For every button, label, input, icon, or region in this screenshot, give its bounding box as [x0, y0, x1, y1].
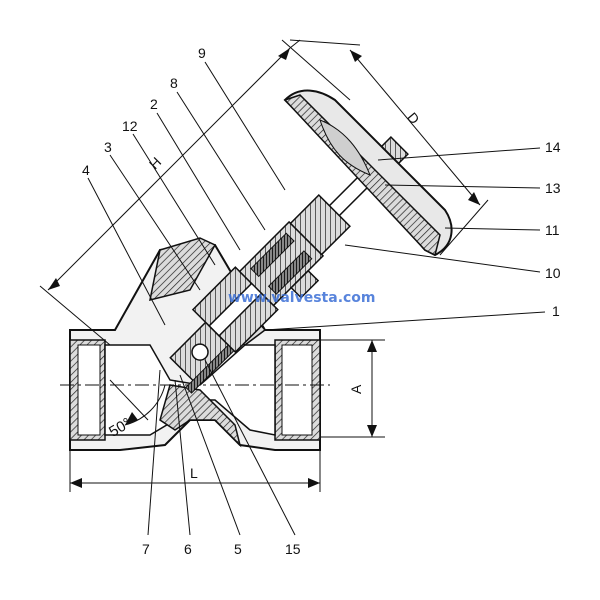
callout-14: 14 [545, 139, 561, 155]
callout-15: 15 [285, 541, 301, 557]
callout-8: 8 [170, 75, 178, 91]
leader-lines [87, 61, 546, 536]
callout-2: 2 [150, 96, 158, 112]
dimension-a [320, 339, 385, 438]
dim-label-d: D [404, 109, 423, 127]
dim-label-h: H [146, 154, 164, 172]
callout-1: 1 [552, 303, 560, 319]
dimension-d [289, 39, 489, 256]
angle-arc [109, 379, 166, 426]
callout-13: 13 [545, 180, 561, 196]
callout-11: 11 [545, 222, 560, 238]
callout-7: 7 [142, 541, 150, 557]
callout-5: 5 [234, 541, 242, 557]
callout-labels: 9 8 2 12 3 4 14 13 11 10 1 7 6 5 15 [82, 45, 561, 557]
callout-6: 6 [184, 541, 192, 557]
dim-label-l: L [190, 465, 198, 481]
watermark: www.valvesta.com [228, 290, 376, 306]
callout-3: 3 [104, 139, 112, 155]
dimension-h [39, 39, 351, 346]
callout-12: 12 [122, 118, 138, 134]
callout-10: 10 [545, 265, 561, 281]
handwheel [283, 89, 453, 257]
dim-label-a: A [348, 384, 364, 394]
callout-9: 9 [198, 45, 206, 61]
dimension-l [69, 450, 321, 492]
callout-4: 4 [82, 162, 90, 178]
stem-assembly [169, 136, 409, 394]
